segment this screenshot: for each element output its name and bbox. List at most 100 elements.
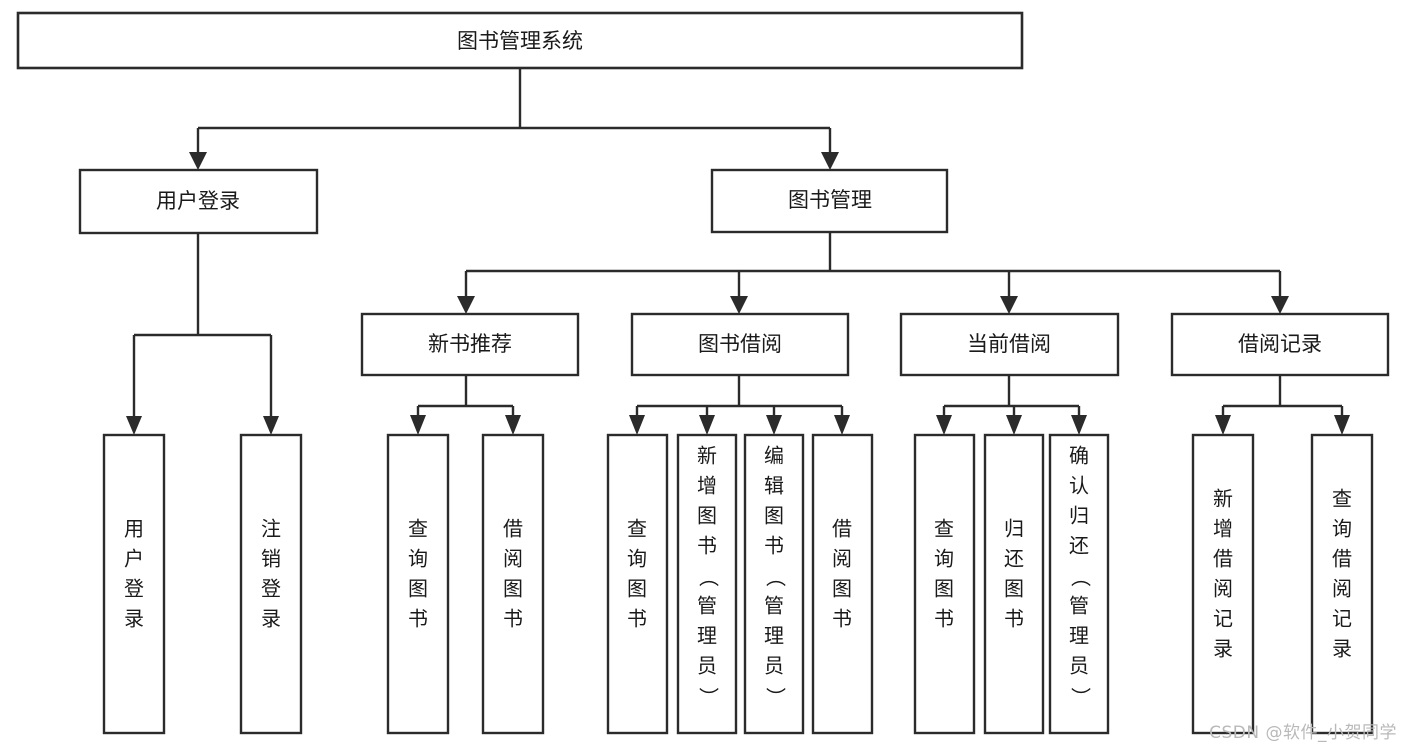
node-leaf-return-book-box[interactable] (983, 433, 1045, 735)
svg-text:注: 注 (261, 517, 281, 541)
svg-text:询: 询 (934, 547, 954, 571)
svg-text:用: 用 (124, 517, 144, 541)
node-book-manage[interactable]: 图书管理 (710, 168, 949, 234)
svg-text:图: 图 (697, 504, 717, 528)
node-leaf-add-record-box[interactable] (1191, 433, 1255, 735)
node-leaf-logout-login-box[interactable] (239, 433, 303, 735)
svg-text:员: 员 (1069, 654, 1089, 678)
node-borrow-record[interactable]: 借阅记录 (1170, 312, 1390, 377)
node-leaf-user-login-box[interactable] (102, 433, 166, 735)
node-leaf-query-book-1-box[interactable] (386, 433, 450, 735)
node-root[interactable]: 图书管理系统 (16, 11, 1024, 70)
node-new-book-recommend-box[interactable] (360, 312, 580, 377)
svg-text:借: 借 (503, 517, 523, 541)
svg-text:阅: 阅 (1213, 577, 1233, 601)
arrow-borrow-record-leaf-1 (1215, 415, 1231, 435)
node-user-login[interactable]: 用户登录 (78, 168, 319, 235)
svg-text:借: 借 (1332, 547, 1352, 571)
svg-text:）: ） (764, 687, 788, 707)
svg-text:增: 增 (1213, 517, 1233, 541)
svg-text:归: 归 (1004, 517, 1024, 541)
node-leaf-query-book-3-box[interactable] (913, 433, 976, 735)
arrow-book-manage-to-book-borrow (730, 296, 748, 314)
svg-text:书: 书 (934, 607, 954, 631)
svg-text:查: 查 (408, 517, 428, 541)
arrow-book-borrow-leaf-2 (699, 415, 715, 435)
svg-text:录: 录 (1332, 637, 1352, 661)
svg-text:）: ） (1069, 687, 1093, 707)
node-leaf-add-book-box[interactable] (676, 433, 738, 735)
svg-text:（: （ (697, 567, 721, 587)
svg-text:登: 登 (261, 577, 281, 601)
svg-text:书: 书 (408, 607, 428, 631)
node-leaf-confirm-return-box[interactable] (1048, 433, 1110, 735)
node-leaf-query-record-box[interactable] (1310, 433, 1374, 735)
node-leaf-query-book-2-box[interactable] (606, 433, 669, 735)
svg-text:询: 询 (1332, 517, 1352, 541)
svg-text:（: （ (1069, 567, 1093, 587)
svg-text:书: 书 (1004, 607, 1024, 631)
node-leaf-edit-book-box[interactable] (743, 433, 805, 735)
node-book-borrow-box[interactable] (630, 312, 850, 377)
node-root-box[interactable] (16, 11, 1024, 70)
svg-text:（: （ (764, 567, 788, 587)
node-borrow-record-label: 借阅记录 (1238, 332, 1322, 356)
svg-text:询: 询 (627, 547, 647, 571)
svg-text:管: 管 (697, 594, 717, 618)
arrow-root-to-user-login (189, 152, 207, 170)
svg-text:录: 录 (1213, 637, 1233, 661)
svg-text:记: 记 (1332, 607, 1352, 631)
node-leaf-borrow-book-1-box[interactable] (481, 433, 545, 735)
node-current-borrow[interactable]: 当前借阅 (899, 312, 1120, 377)
node-leaf-borrow-book-2-box[interactable] (811, 433, 874, 735)
svg-text:图: 图 (627, 577, 647, 601)
svg-text:录: 录 (261, 607, 281, 631)
node-new-book-recommend[interactable]: 新书推荐 (360, 312, 580, 377)
svg-text:图: 图 (764, 504, 784, 528)
svg-text:书: 书 (697, 534, 717, 558)
svg-text:阅: 阅 (503, 547, 523, 571)
node-book-manage-box[interactable] (710, 168, 949, 234)
svg-text:记: 记 (1213, 607, 1233, 631)
arrow-new-book-recommend-leaf-1 (410, 415, 426, 435)
svg-text:员: 员 (764, 654, 784, 678)
node-borrow-record-box[interactable] (1170, 312, 1390, 377)
svg-text:查: 查 (1332, 487, 1352, 511)
svg-text:新: 新 (697, 444, 717, 468)
svg-text:查: 查 (627, 517, 647, 541)
node-book-borrow-label: 图书借阅 (698, 332, 782, 356)
svg-text:管: 管 (764, 594, 784, 618)
svg-text:员: 员 (697, 654, 717, 678)
arrow-book-manage-to-borrow-record (1271, 296, 1289, 314)
node-leaf-user-login[interactable]: 用户登录 (102, 433, 166, 735)
arrow-current-borrow-leaf-3 (1071, 415, 1087, 435)
svg-text:书: 书 (627, 607, 647, 631)
node-user-login-box[interactable] (78, 168, 319, 235)
svg-text:还: 还 (1004, 547, 1024, 571)
svg-text:登: 登 (124, 577, 144, 601)
node-book-borrow[interactable]: 图书借阅 (630, 312, 850, 377)
node-current-borrow-box[interactable] (899, 312, 1120, 377)
svg-text:归: 归 (1069, 504, 1089, 528)
